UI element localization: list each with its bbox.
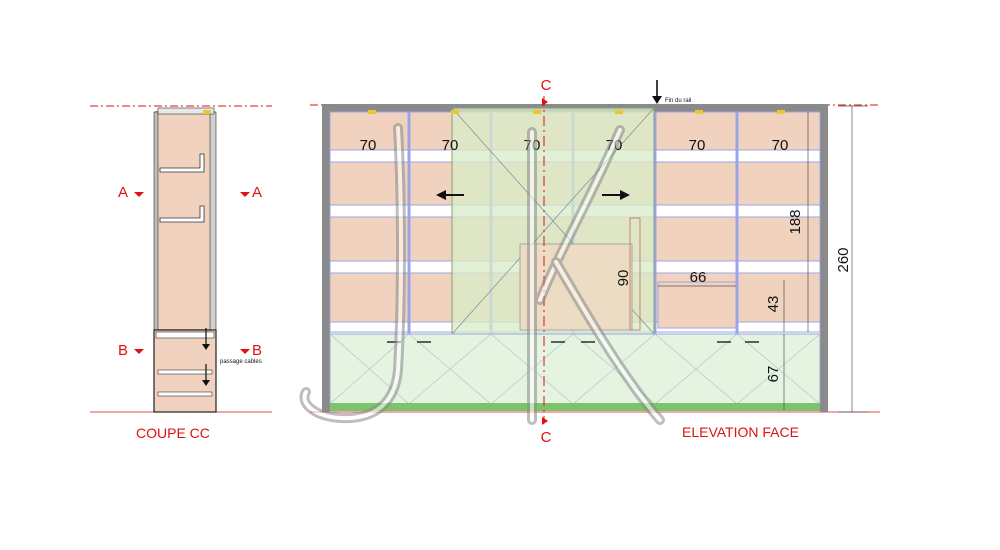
niche-width-label: 66 (690, 269, 707, 286)
drawer-base (157, 391, 213, 397)
section-title: COUPE CC (136, 425, 210, 441)
lower-crosses (329, 333, 821, 405)
floor-plinth (330, 403, 820, 411)
lower-shelf (157, 369, 213, 375)
cable-arrowhead-lower (202, 380, 210, 386)
slide-right-arrow (602, 190, 630, 200)
column-width-6: 70 (772, 137, 789, 154)
cut-a-right: A (252, 184, 262, 201)
left-wall (322, 104, 330, 412)
cable-note: passage cables (220, 359, 262, 365)
lower-unit-top (155, 331, 215, 339)
column-width-2: 70 (442, 137, 459, 154)
rail-end-arrowhead (652, 96, 662, 104)
cut-a-right-marker (240, 192, 250, 197)
column-width-5: 70 (689, 137, 706, 154)
rail-light (203, 110, 211, 114)
front-door (209, 111, 217, 331)
cut-b-left-marker (134, 349, 144, 354)
drawer-block (657, 281, 737, 329)
cut-a-left: A (118, 184, 128, 201)
door-diagonal-2 (451, 107, 655, 335)
total-height-label: 260 (835, 247, 852, 272)
upper-height-label: 188 (787, 209, 804, 234)
niche-height-label: 90 (615, 270, 632, 287)
back-panel (153, 111, 159, 331)
cut-c-top: C (541, 77, 552, 94)
elevation-title: ELEVATION FACE (682, 424, 799, 440)
lower-glass-unit (329, 333, 821, 405)
section-view: passage cables A A B B COUPE CC (90, 105, 272, 441)
hanging-rail-upper (159, 153, 205, 173)
cut-c-bottom: C (541, 429, 552, 446)
ceiling-lights (368, 110, 785, 114)
column-width-1: 70 (360, 137, 377, 154)
right-wall (820, 104, 828, 412)
cut-b-right-marker (240, 349, 250, 354)
cable-arrowhead-upper (202, 344, 210, 350)
cut-c-bottom-marker (542, 417, 548, 425)
cut-b-left: B (118, 342, 128, 359)
cut-b-right: B (252, 342, 262, 359)
top-rail (157, 107, 215, 115)
right-dimension-lines (783, 105, 868, 413)
rail-end-note: Fin du rail (665, 98, 691, 104)
cut-c-top-marker (542, 98, 548, 106)
hanging-rail-lower (159, 205, 205, 223)
base-height-label: 67 (765, 366, 782, 383)
slide-left-arrow (436, 190, 464, 200)
drawer-height-label: 43 (765, 296, 782, 313)
cut-a-left-marker (134, 192, 144, 197)
jk-watermark-logo (299, 123, 665, 425)
niche-side (629, 217, 641, 331)
